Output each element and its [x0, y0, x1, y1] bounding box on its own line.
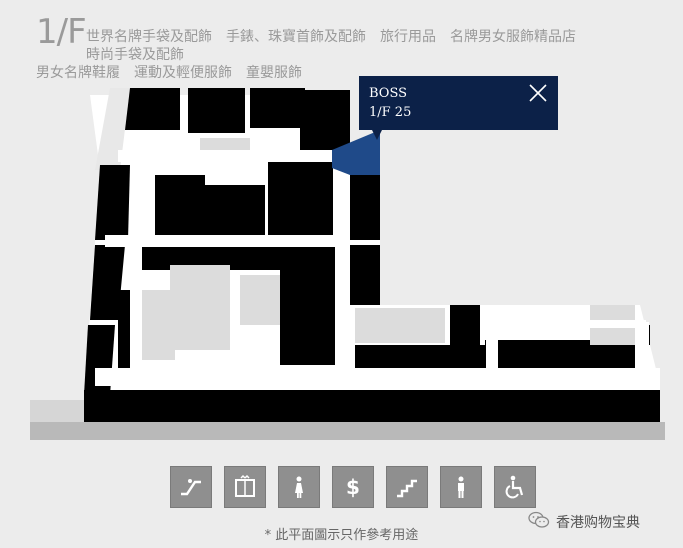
category-item[interactable]: 時尚手袋及配飾 [86, 47, 184, 63]
floor-map[interactable] [0, 0, 683, 460]
store-block [188, 88, 245, 133]
corridor [105, 235, 335, 247]
currency-exchange-icon[interactable]: $ [332, 466, 374, 508]
floor-title: 1/F [36, 12, 87, 52]
service-area [240, 275, 280, 325]
floor-map-svg[interactable] [0, 0, 683, 460]
watermark-text: 香港购物宝典 [556, 515, 640, 531]
store-block [125, 88, 180, 130]
male-restroom-icon[interactable] [440, 466, 482, 508]
tooltip-store-location: 1/F 25 [369, 105, 412, 120]
wechat-icon [528, 511, 550, 533]
store-block [280, 245, 335, 365]
store-block [250, 88, 305, 128]
corridor [486, 320, 646, 328]
category-line-2: 男女名牌鞋履運動及輕便服飾童嬰服飾 [36, 65, 316, 81]
store-block [450, 305, 480, 345]
store-highlight-boss[interactable] [332, 130, 380, 175]
accessible-icon[interactable] [494, 466, 536, 508]
store-block [205, 185, 265, 235]
map-slab-edge [30, 422, 665, 440]
close-icon-svg [529, 84, 547, 102]
corridor [635, 322, 649, 372]
corridor [335, 160, 349, 370]
category-item[interactable]: 童嬰服飾 [246, 65, 302, 81]
corridors [95, 150, 660, 386]
map-disclaimer: * 此平面圖示只作參考用途 [264, 528, 419, 543]
category-item[interactable]: 手錶、珠寶首飾及配飾 [226, 29, 366, 45]
store-block [350, 175, 380, 240]
category-item[interactable]: 男女名牌鞋履 [36, 65, 120, 81]
category-list: 世界名牌手袋及配飾手錶、珠寶首飾及配飾旅行用品名牌男女服飾精品店時尚手袋及配飾 … [36, 28, 676, 82]
account-watermark: 香港购物宝典 [528, 511, 640, 533]
corridor [130, 160, 142, 370]
store-tooltip: BOSS 1/F 25 [359, 76, 558, 130]
service-area [355, 308, 445, 343]
svg-text:$: $ [346, 475, 360, 499]
tooltip-store-name: BOSS [369, 86, 408, 101]
category-item[interactable]: 世界名牌手袋及配飾 [86, 29, 212, 45]
close-icon[interactable] [528, 83, 548, 103]
store-block-row [84, 390, 660, 422]
category-item[interactable]: 名牌男女服飾精品店 [450, 29, 576, 45]
escalator-icon[interactable] [170, 466, 212, 508]
corridor [486, 322, 498, 372]
store-block [268, 160, 333, 240]
floor-wing [95, 88, 130, 170]
elevator-icon[interactable] [224, 466, 266, 508]
store-block [155, 175, 205, 235]
service-area [170, 265, 230, 350]
category-item[interactable]: 旅行用品 [380, 29, 436, 45]
stairs-icon[interactable] [386, 466, 428, 508]
store-block [300, 90, 350, 150]
corridor [118, 150, 350, 162]
category-line-1: 世界名牌手袋及配飾手錶、珠寶首飾及配飾旅行用品名牌男女服飾精品店時尚手袋及配飾 [36, 28, 676, 64]
female-restroom-icon[interactable] [278, 466, 320, 508]
category-item[interactable]: 運動及輕便服飾 [134, 65, 232, 81]
corridor [95, 368, 660, 386]
map-slab-left [30, 400, 84, 422]
store-block [90, 245, 125, 320]
tooltip-pointer [372, 130, 382, 140]
store-block [350, 245, 380, 305]
store-block [95, 165, 130, 240]
